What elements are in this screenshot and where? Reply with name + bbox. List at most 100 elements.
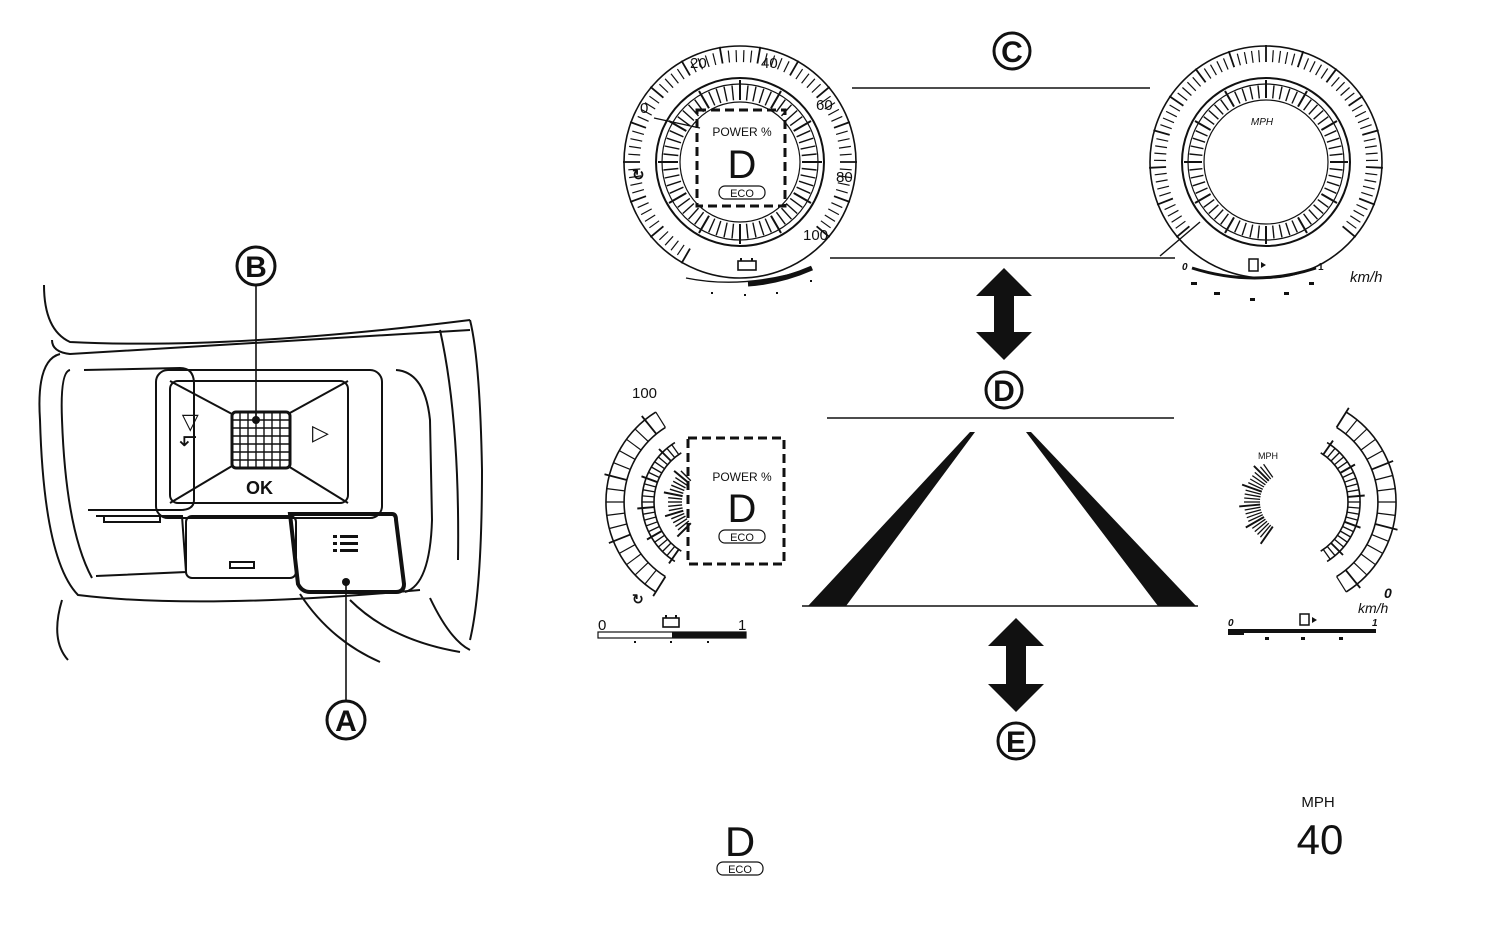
speed-scale-tick [1364,145,1377,149]
power-arc-segment [604,473,628,481]
speed-ring-segment [1234,91,1241,104]
power-arc-inner-segment [666,545,676,557]
power-scale-tick [629,175,642,179]
speed-ring-segment [1194,193,1212,204]
power-arc-d: 100 ↻ POWER % D ECO 0 1 [597,385,786,643]
power-level-ray [664,509,684,518]
speed-scale-tick [1236,53,1241,66]
speed-ring-segment [1313,204,1324,215]
power-ring-segment [663,153,679,157]
callout-c: C [992,31,1032,71]
menu-button[interactable] [287,512,407,594]
direction-pad[interactable] [169,380,349,504]
speed-arc-inner-segments [1322,440,1365,560]
speed-scale-tick [1177,92,1188,101]
power-arc-inner-segment [645,521,658,527]
power-ring-segment [770,90,782,109]
power-dial-segments [658,80,822,244]
power-ring-segment [668,192,687,204]
speed-scale-tick [1278,50,1282,63]
power-scale-tick [640,208,652,216]
speed-scale-tick [1320,68,1329,79]
speed-arc-segment [1360,438,1376,451]
power-arc-inner-segment [666,447,676,459]
power-arc-band [623,426,666,578]
power-level-ray [668,507,683,512]
speed-scale-tick [1315,64,1323,76]
power-scale-tick [833,195,851,203]
speed-scale-tick [1358,197,1376,206]
power-arc-inner-segment [637,506,655,510]
gear-indicator-d: D [728,487,757,531]
back-left-icon[interactable]: ↰◁ [176,415,201,450]
speed-scale-tick [1363,138,1376,142]
speed-arc-inner-segment [1330,542,1344,556]
speed-scale-tick [1335,81,1346,92]
speed-scale-tick [1250,50,1254,63]
power-ring-segment [789,116,803,127]
speed-ring-segment [1324,130,1337,137]
speed-arc-segment [1377,488,1396,492]
power-scale-tick [658,231,669,241]
power-ring-segment [677,116,691,127]
power-scale-tick [837,138,850,142]
power-level-ray [675,518,688,527]
speed-scale-tick [1186,81,1197,92]
speed-scale-tick [1216,61,1223,73]
speed-arc-inner-segment [1339,463,1356,474]
power-arc-inner-segment [641,475,658,484]
speed-arc-inner-segment [1337,534,1348,543]
power-arc-inner-segment [651,466,663,474]
power-tick-40: 40 [761,55,778,72]
regen-arrows-icon-d: ↻ [632,591,644,607]
power-ring-segment [664,174,680,179]
speed-ring-segment [1285,88,1291,102]
power-percent-label: POWER % [712,125,772,139]
power-arc-max-label: 100 [632,385,657,402]
speed-scale-tick [1357,117,1370,124]
speed-ring-segment [1329,168,1343,171]
speed-arc-segment [1360,553,1376,566]
power-ring-segment [666,137,682,144]
power-arc-inner-segment [654,534,665,543]
power-ring-segment [694,211,705,225]
ok-scroll-wheel[interactable] [230,410,292,470]
mph-unit-label: MPH [1251,117,1274,128]
power-ring-segment [708,91,716,106]
power-arc-outer-segments [604,411,682,597]
power-scale-tick [704,55,710,68]
speed-ring-segment [1278,224,1283,238]
speed-ring-segment [1195,187,1208,194]
power-percent-label-d: POWER % [712,470,772,484]
speed-arc-outer-segments [1320,407,1398,593]
speed-dial-outer-ticks [1149,45,1383,238]
power-scale-tick [670,240,679,251]
power-ring-segment [758,88,765,104]
power-ring-segment [669,186,684,194]
power-level-ray [680,470,692,482]
speed-arc-segment [1371,534,1389,542]
speed-arc-inner-segment [1333,538,1345,548]
power-ring-segment [796,186,811,194]
power-arc-inner-segment [648,471,660,479]
power-level-ray [675,477,688,486]
power-arc-level-rays [663,470,692,538]
speed-arc-inner-segment [1342,471,1354,479]
power-scale-tick [649,95,660,104]
power-scale-tick [811,83,822,93]
power-scale-tick [690,61,697,73]
power-scale-tick [644,102,656,110]
speed-ring-segment [1326,181,1340,187]
power-ring-segment [800,174,816,179]
eco-badge-d: ECO [730,532,754,544]
power-ring-segment [800,145,816,150]
speed-arc-inner-segment [1345,483,1358,488]
speed-arc-segment [1375,474,1393,481]
speed-scale-tick [1209,64,1217,76]
power-arc-inner-segment [642,495,655,498]
right-arrow-icon[interactable]: ▷ [312,420,329,445]
power-level-ray [677,520,690,531]
speed-ring-segment [1303,99,1312,111]
power-scale-tick [763,53,768,66]
speed-arc-inner-segment [1326,447,1336,459]
